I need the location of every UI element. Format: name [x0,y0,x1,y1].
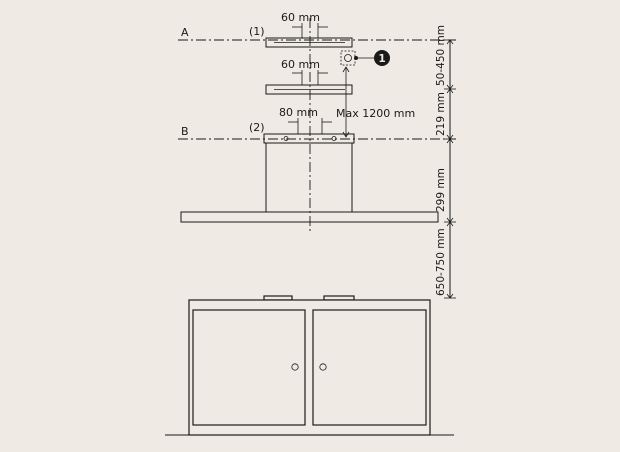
line-a-label: A [181,26,189,39]
base-cabinet [188,299,431,436]
dimension-chain: 50-450 mm 219 mm 299 mm 650-750 mm [435,25,456,299]
cabinet-door-left [192,309,306,426]
cooktop [263,295,355,301]
lower-bracket: (2) 80 mm [249,106,355,144]
reference-line-b: B [178,125,456,140]
dim-219-label: 219 mm [435,92,447,136]
dim-50-450-label: 50-450 mm [435,25,447,86]
callout-1: 1 [374,50,390,66]
gap-top-label: 60 mm [281,11,320,24]
dim-299-label: 299 mm [435,168,447,212]
gap-bottom-label: 80 mm [279,106,318,119]
top-bracket: (1) 60 mm [249,11,353,48]
reference-line-a: A [178,26,456,41]
range-hood [180,142,439,223]
middle-bracket: 60 mm [265,58,353,95]
door-knob-left [291,363,299,371]
max-length-dimension: Max 1200 mm [336,66,415,138]
line-b-label: B [181,125,189,138]
door-knob-right [319,363,327,371]
callout-1-number: 1 [378,53,385,65]
max-length-label: Max 1200 mm [336,107,415,120]
cabinet-door-right [312,309,427,426]
bracket-2-label: (2) [249,121,265,134]
bracket-1-label: (1) [249,25,265,38]
dim-650-750-label: 650-750 mm [435,228,447,296]
power-socket [340,50,374,66]
gap-mid-label: 60 mm [281,58,320,71]
